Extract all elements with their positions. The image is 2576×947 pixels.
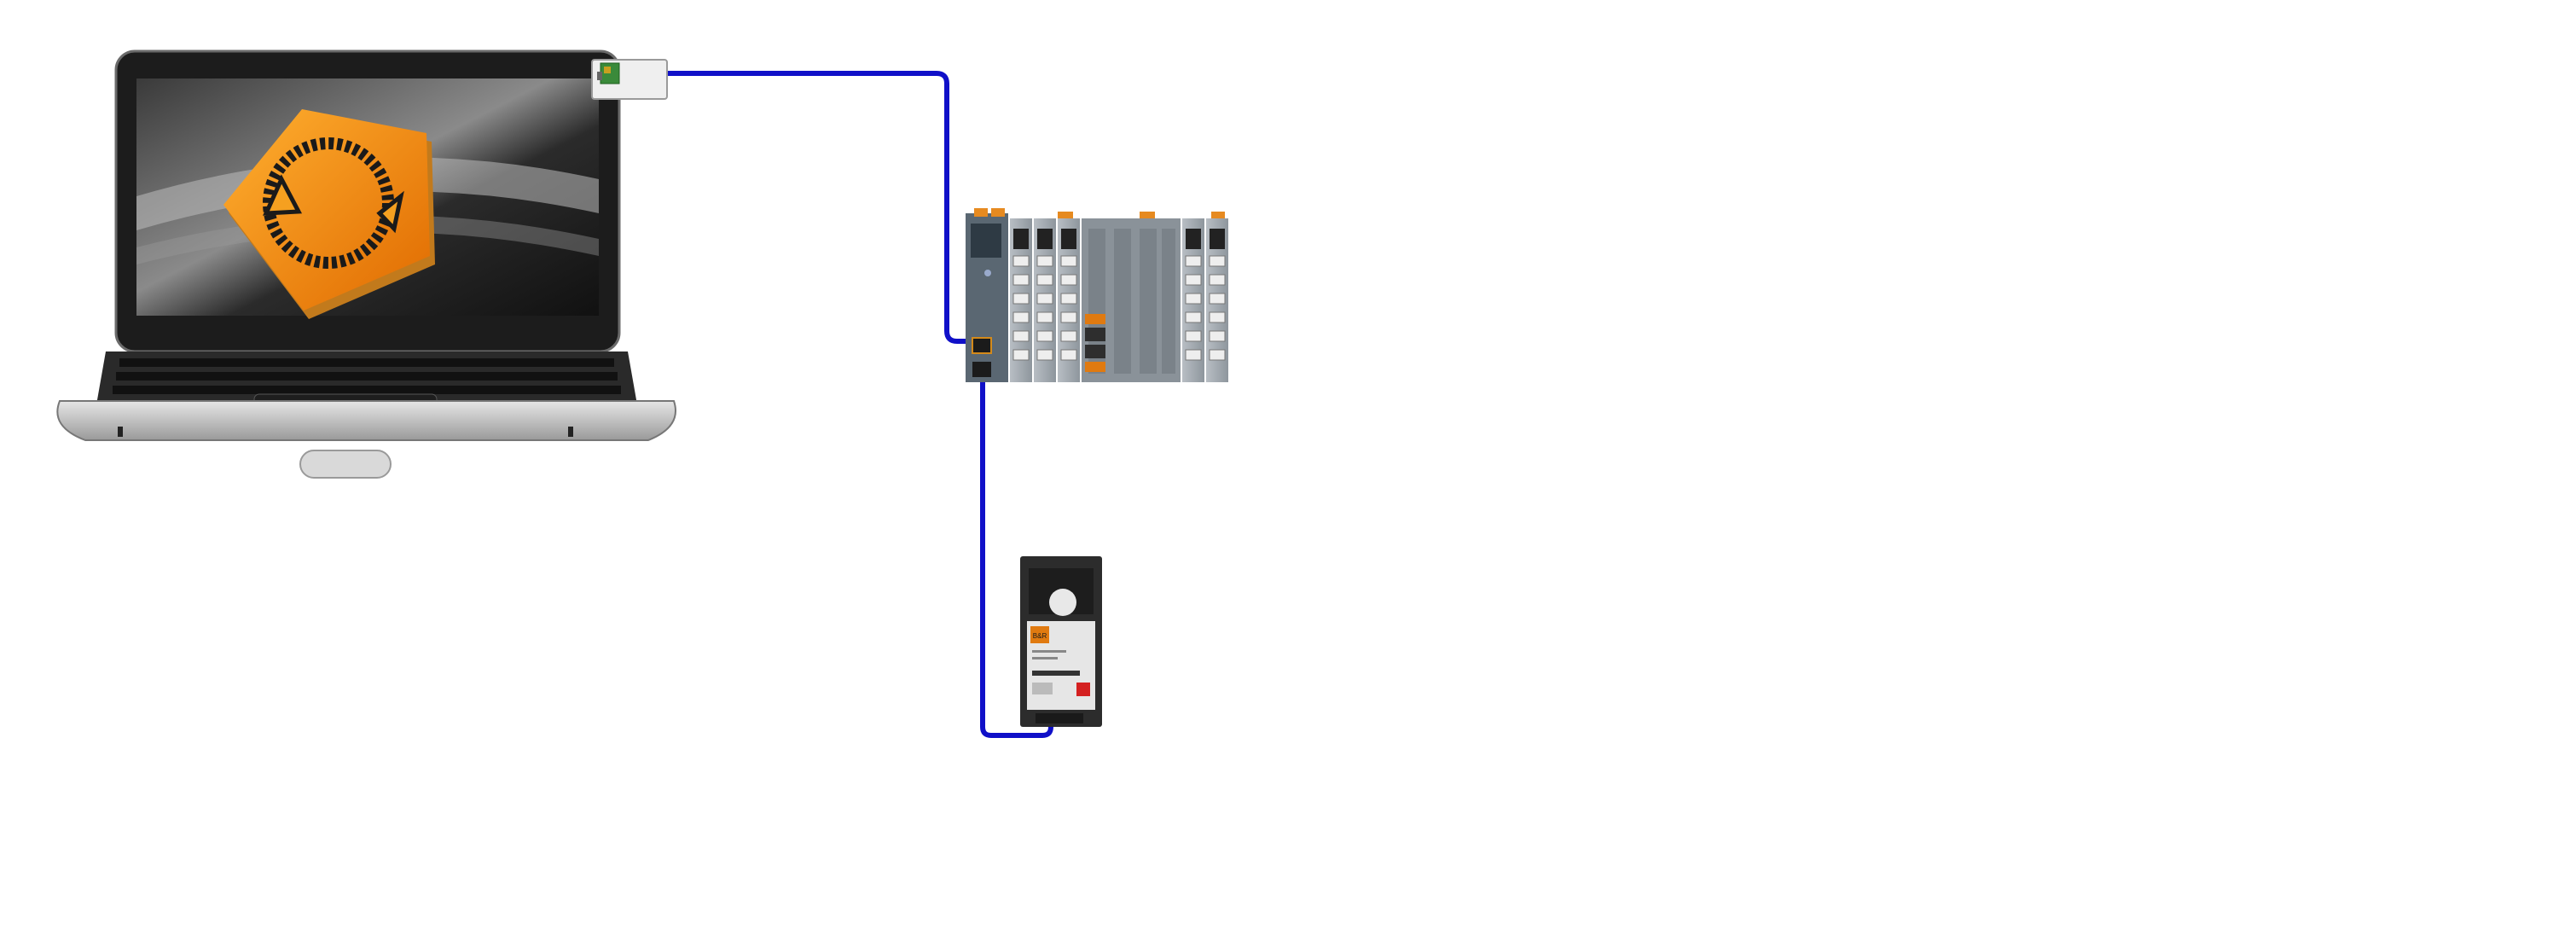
laptop-keys bbox=[113, 358, 621, 394]
acopos-drive[interactable]: B&R bbox=[1020, 556, 1102, 727]
drive-brand-label: B&R bbox=[1033, 632, 1047, 640]
automation-studio-logo-icon bbox=[223, 109, 435, 319]
plc-io-modules bbox=[974, 208, 1228, 382]
network-interface-card[interactable] bbox=[591, 59, 668, 100]
laptop-pc[interactable] bbox=[56, 49, 676, 479]
laptop-base bbox=[56, 400, 676, 441]
plc-cpu-module bbox=[966, 213, 1008, 382]
x20-controller-station[interactable] bbox=[966, 208, 1228, 382]
brand-logo-icon bbox=[1030, 626, 1049, 643]
drive-rotary-knob-icon bbox=[1049, 589, 1076, 616]
laptop-name-badge[interactable] bbox=[299, 450, 392, 479]
network-card-icon bbox=[597, 62, 620, 84]
cable-nic-to-plc[interactable] bbox=[664, 71, 991, 344]
